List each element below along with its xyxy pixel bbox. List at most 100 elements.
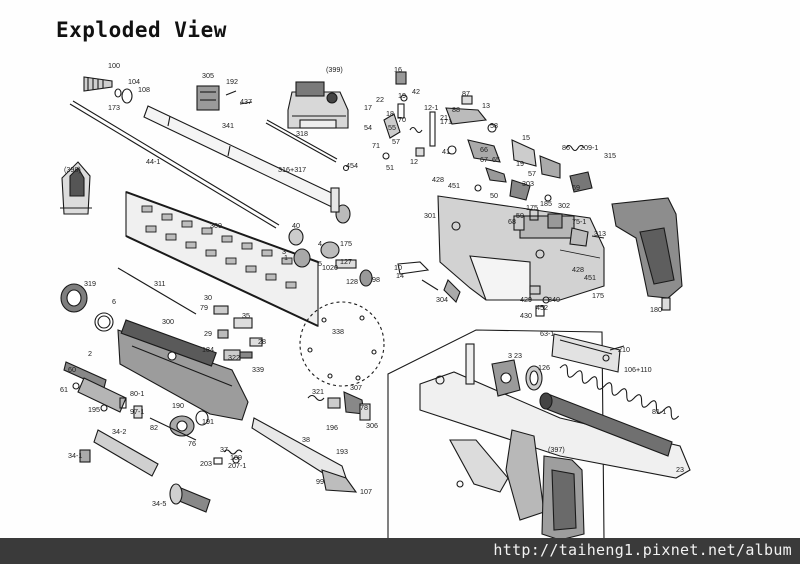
- part-number-label: 97-1: [130, 407, 144, 416]
- charging-rod-part: [117, 267, 197, 315]
- endplate-parts: [491, 359, 543, 397]
- part-number-label: 437: [240, 97, 252, 106]
- part-number-label: 315: [604, 151, 616, 160]
- barrel-part: [143, 105, 351, 224]
- forward-assist-parts: [307, 391, 371, 421]
- part-number-label: 42: [412, 87, 420, 96]
- part-number-label: 339: [252, 365, 264, 374]
- part-number-label: 203: [200, 459, 212, 468]
- part-number-label: 303: [522, 179, 534, 188]
- part-number-label: 71: [372, 141, 380, 150]
- delta-ring-part: [60, 283, 114, 332]
- part-number-label: 106+110: [624, 365, 652, 374]
- part-number-label: 69: [572, 183, 580, 192]
- mag-release-parts: [529, 285, 550, 317]
- part-number-label: 210: [618, 345, 630, 354]
- part-number-label: 3 23: [508, 351, 522, 360]
- part-number-label: 190: [172, 401, 184, 410]
- part-number-label: 311: [154, 279, 165, 288]
- part-number-label: 184: [202, 345, 214, 354]
- part-number-label: (399): [326, 65, 343, 74]
- part-number-label: 4: [318, 239, 322, 248]
- part-number-label: 34-1: [68, 451, 82, 460]
- part-number-label: 126: [538, 363, 550, 372]
- part-number-label: 451: [584, 273, 596, 282]
- part-number-label: 68: [508, 217, 516, 226]
- part-number-label: 79: [200, 303, 208, 312]
- part-number-label: 82: [150, 423, 158, 432]
- part-number-label: 300: [162, 317, 174, 326]
- part-number-label: 51: [386, 163, 394, 172]
- part-number-label: 18: [386, 109, 394, 118]
- part-number-label: 180: [650, 305, 662, 314]
- part-number-label: 80-1: [130, 389, 144, 398]
- part-number-label: 454: [346, 161, 358, 170]
- part-number-label: 209-1: [580, 143, 598, 152]
- part-number-label: 302: [558, 201, 570, 210]
- exploded-view-drawing: 100104108173305192437341(399)16422217181…: [60, 61, 691, 538]
- part-number-label: 19: [516, 159, 524, 168]
- part-number-label: 322: [228, 353, 240, 362]
- part-number-label: 107: [360, 487, 372, 496]
- part-number-label: 59: [516, 211, 524, 220]
- part-number-label: 313: [594, 229, 606, 238]
- part-number-label: 430: [520, 311, 532, 320]
- part-number-label: 175: [592, 291, 604, 300]
- gas-block-part: [196, 85, 253, 111]
- part-number-label: 185: [540, 199, 552, 208]
- part-number-label: 104: [128, 77, 140, 86]
- part-number-label: 341: [222, 121, 234, 130]
- part-number-label: 173: [108, 103, 120, 112]
- part-number-label: 301: [424, 211, 436, 220]
- part-number-label: 12: [410, 157, 418, 166]
- part-number-label: 29: [204, 329, 212, 338]
- part-number-label: 67: [480, 155, 488, 164]
- part-number-label: 452: [536, 303, 548, 312]
- part-number-label: 316+317: [278, 165, 306, 174]
- part-number-label: 55: [388, 123, 396, 132]
- part-number-label: 66: [480, 145, 488, 154]
- buffer-tube-part: [551, 333, 625, 373]
- part-number-label: 22: [376, 95, 384, 104]
- watermark-url: http://taiheng1.pixnet.net/album: [493, 541, 792, 559]
- part-number-label: 307: [350, 383, 362, 392]
- buffer-part: [539, 392, 673, 457]
- barrel-nut-parts: [288, 228, 373, 287]
- part-number-label: 16: [394, 65, 402, 74]
- part-number-label: (398): [64, 165, 81, 174]
- part-number-label: 86: [562, 143, 570, 152]
- stock-latch-part: [449, 429, 545, 521]
- part-number-label: 429: [520, 295, 532, 304]
- part-number-label: 13: [482, 101, 490, 110]
- part-number-label: 58: [490, 121, 498, 130]
- part-labels: 100104108173305192437341(399)16422217181…: [60, 61, 684, 508]
- part-number-label: 3: [282, 247, 286, 256]
- part-number-label: 65: [492, 155, 500, 164]
- bolt-parts: [79, 429, 211, 513]
- part-number-label: 30: [204, 293, 212, 302]
- part-number-label: 309: [210, 221, 222, 230]
- part-number-label: 35: [242, 311, 250, 320]
- stock-body-part: [419, 343, 691, 479]
- part-number-label: 128: [346, 277, 358, 286]
- part-number-label: 2: [88, 349, 92, 358]
- part-number-label: 99: [316, 477, 324, 486]
- part-number-label: 5: [318, 259, 322, 268]
- trigger-group-parts: [382, 71, 593, 202]
- part-number-label: 78: [360, 403, 368, 412]
- part-number-label: 451: [448, 181, 460, 190]
- part-number-label: 75-1: [572, 217, 586, 226]
- part-number-label: (397): [548, 445, 565, 454]
- part-number-label: 428: [572, 265, 584, 274]
- part-number-label: 17: [364, 103, 372, 112]
- part-number-label: 98: [372, 275, 380, 284]
- part-number-label: 88: [452, 105, 460, 114]
- buffer-spring-part: [559, 364, 680, 420]
- front-sight-part: [60, 161, 92, 215]
- part-number-label: 319: [84, 279, 96, 288]
- part-number-label: 81-1: [652, 407, 666, 416]
- part-number-label: 6: [112, 297, 116, 306]
- part-number-label: 1: [284, 253, 288, 262]
- firing-pin-parts: [149, 410, 209, 441]
